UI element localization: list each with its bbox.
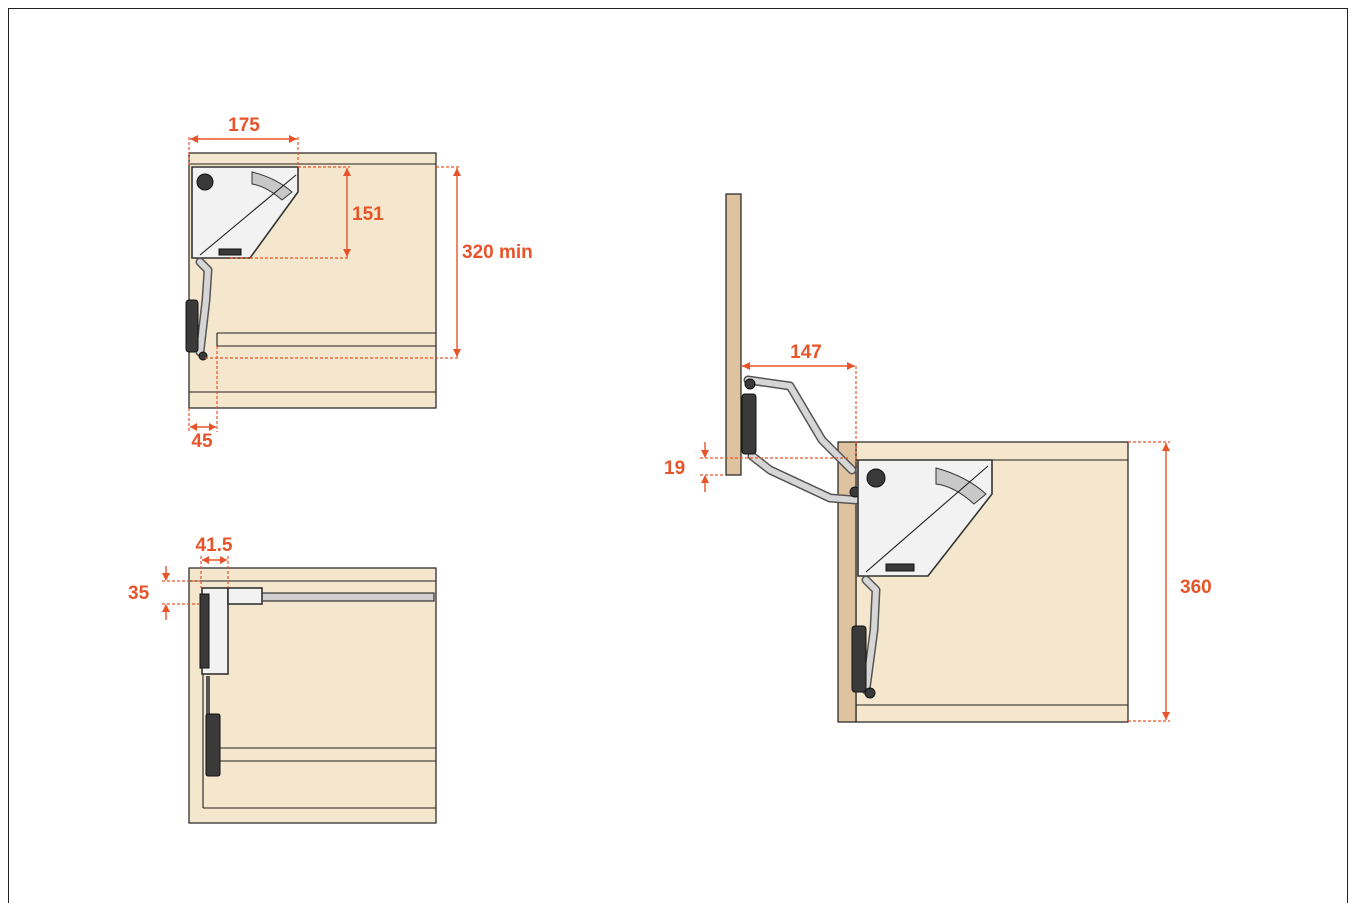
- dim-door-thickness-19: 19: [664, 458, 685, 479]
- bottom-view: 41.5 35: [128, 535, 437, 824]
- top-view: 175 151 320 min 45: [185, 115, 533, 452]
- dim-cabinet-height-360: 360: [1180, 577, 1212, 598]
- dim-cabinet-height-320: 320 min: [462, 242, 533, 263]
- dim-width-41-5: 41.5: [196, 535, 233, 556]
- adjust-screw-icon: [196, 173, 214, 191]
- lift-mechanism-top: [185, 166, 299, 361]
- brand-plate-open: [885, 563, 915, 572]
- cabinet-panel-bottom: [188, 567, 437, 824]
- lift-mechanism-open: [851, 459, 993, 699]
- dim-height-151: 151: [352, 204, 384, 225]
- dim-height-35: 35: [128, 583, 150, 604]
- lift-arms-open: [741, 375, 861, 505]
- brand-plate: [218, 248, 242, 256]
- dim-offset-45: 45: [191, 431, 213, 452]
- dim-reach-147: 147: [790, 342, 822, 363]
- door-panel-open: [725, 193, 742, 476]
- drawing-frame: [8, 8, 1348, 903]
- adjust-screw-icon-open: [866, 468, 886, 488]
- lift-mechanism-bottom: [199, 587, 435, 777]
- open-view: 147 19 360: [664, 193, 1212, 723]
- dim-width-175: 175: [228, 115, 260, 136]
